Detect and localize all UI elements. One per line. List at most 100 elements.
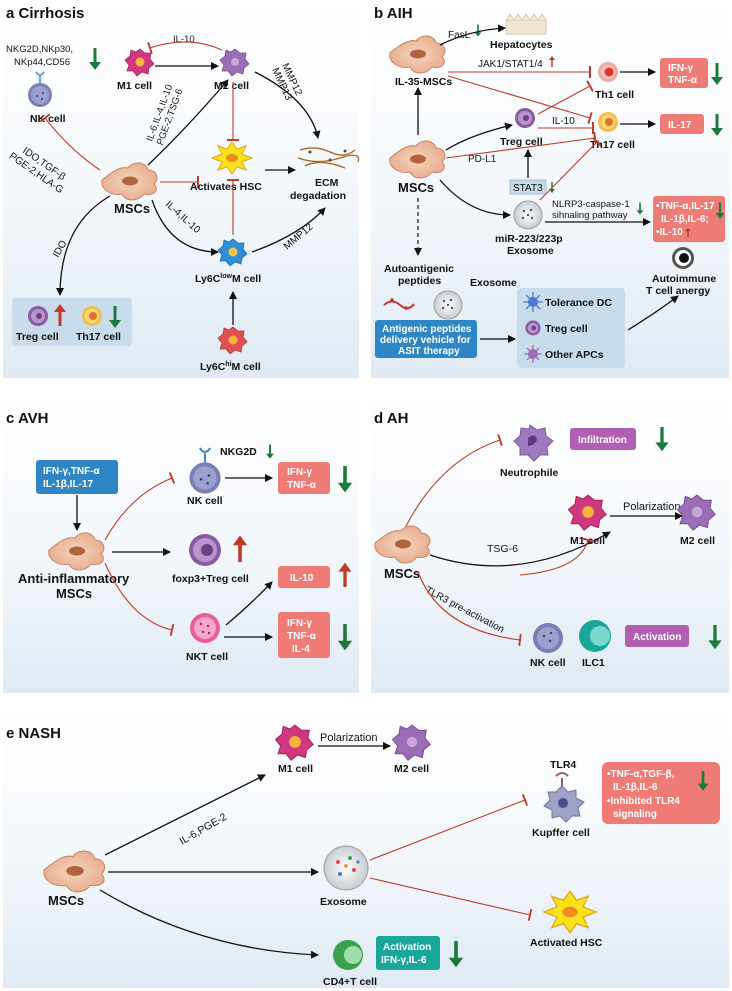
panel-e-title: e NASH <box>6 725 61 742</box>
peptide-icon <box>383 298 415 310</box>
arrow <box>99 889 319 959</box>
tsg6-label: TSG-6 <box>487 543 518 555</box>
il10-label: IL-10 <box>173 34 195 45</box>
panel-d-ah: d AH Neutrophile Infiltration M1 cell Po… <box>371 395 729 693</box>
cytokine-box: •TNF-α,IL-17 IL-1β,IL-6; •IL-10 <box>653 196 725 242</box>
svg-text:IL-10: IL-10 <box>290 573 314 584</box>
panel-b-aih: b AIH IL-35-MSCs FasL Hepatocytes JAK1/S… <box>371 3 729 378</box>
nkt-cell-icon <box>190 613 220 643</box>
inhibit-line <box>39 113 101 171</box>
svg-text:Activation: Activation <box>383 942 431 953</box>
exosome-icon <box>323 845 369 891</box>
svg-text:IL-1β,IL-6: IL-1β,IL-6 <box>613 782 658 793</box>
arrow <box>254 71 321 139</box>
nlrp-label: NLRP3-caspase-1 sihnaling pathway <box>552 194 634 221</box>
mscs-label: MSCs <box>114 201 150 216</box>
m1-cell-label: M1 cell <box>117 80 152 92</box>
arrow <box>147 79 229 166</box>
inhibit-line <box>369 794 529 861</box>
ly6c-hi-label: Ly6ChiM cell <box>200 361 261 373</box>
activation-box: Activation <box>625 625 689 647</box>
ifn-tnf-box: IFN-γ TNF-α <box>660 58 708 88</box>
arrow <box>225 581 273 626</box>
fasl-label: FasL <box>448 30 471 41</box>
svg-text:•TNF-α,TGF-β,: •TNF-α,TGF-β, <box>607 769 675 780</box>
svg-text:Antigenic peptides: Antigenic peptides <box>382 324 472 335</box>
inhibit-line <box>519 537 595 576</box>
inflammatory-cytokines-box: IFN-γ,TNF-α IL-1β,IL-17 <box>36 460 118 494</box>
inhibit-line <box>539 137 602 201</box>
nk-cell-label: NK cell <box>187 495 223 507</box>
panel-b-title: b AIH <box>374 5 413 22</box>
panel-e-nash: e NASH M1 cell Polarization M2 cell IL-6… <box>3 710 729 988</box>
th17-cell-icon <box>598 112 618 132</box>
ilc1-label: ILC1 <box>582 657 605 669</box>
svg-text:IFN-γ: IFN-γ <box>287 467 312 478</box>
activated-hsc-icon <box>211 141 253 175</box>
neutrophile-icon <box>513 424 554 462</box>
nk-cell-label: NK cell <box>530 657 566 669</box>
svg-text:delivery vehicle for: delivery vehicle for <box>380 335 471 346</box>
svg-text:IL-17: IL-17 <box>668 120 692 131</box>
kupffer-label: Kupffer cell <box>532 827 590 839</box>
apc-box: Tolerance DC Treg cell Other APCs <box>517 288 625 368</box>
ecm-label: ECM degadation <box>290 173 346 202</box>
svg-text:•Inhibited TLR4: •Inhibited TLR4 <box>607 796 680 807</box>
svg-text:NKp44,CD56: NKp44,CD56 <box>14 57 70 68</box>
arrow <box>445 122 513 151</box>
asit-box: Antigenic peptides delivery vehicle for … <box>375 320 477 358</box>
inhibit-line <box>445 131 597 159</box>
mscs-label: MSCs <box>384 566 420 581</box>
arrow <box>251 207 326 253</box>
mscs-label: Anti-inflammatory MSCs <box>18 570 134 601</box>
svg-text:IL-1β,IL-17: IL-1β,IL-17 <box>43 479 93 490</box>
arrow <box>429 531 611 567</box>
foxp3-treg-icon <box>189 534 221 566</box>
svg-text:TNF-α: TNF-α <box>287 480 317 491</box>
svg-text:ASIT therapy: ASIT therapy <box>398 346 460 357</box>
panel-a-title: a Cirrhosis <box>6 5 84 22</box>
polarization-label: Polarization <box>320 732 377 744</box>
cd4-t-cell-icon <box>333 940 363 970</box>
svg-text:IFN-γ: IFN-γ <box>668 63 693 74</box>
neutrophile-label: Neutrophile <box>500 467 558 479</box>
treg-label: Treg cell <box>16 331 59 343</box>
treg-label-2: Treg cell <box>545 323 588 335</box>
exosome-label: Exosome <box>320 896 367 908</box>
foxp3-label: foxp3+Treg cell <box>172 573 249 585</box>
inhibit-line <box>104 472 176 541</box>
th1-label: Th1 cell <box>595 89 634 101</box>
hepatocytes-icon <box>505 13 547 35</box>
arrow <box>627 295 679 331</box>
anergy-label: Autoimmune T cell anergy <box>646 269 721 297</box>
exosome-label: Exosome <box>470 277 517 289</box>
panel-d-title: d AH <box>374 410 408 427</box>
svg-text:IL-4: IL-4 <box>292 644 310 655</box>
inhibit-line <box>537 80 594 115</box>
m1-cell-label: M1 cell <box>278 763 313 775</box>
svg-text:•TNF-α,IL-17: •TNF-α,IL-17 <box>656 201 715 212</box>
svg-text:Activation: Activation <box>633 632 681 643</box>
anergy-t-cell-icon <box>672 247 694 269</box>
svg-text:signaling: signaling <box>613 809 657 820</box>
pdl1-label: PD-L1 <box>468 154 497 165</box>
ifn-tnf-il4-box: IFN-γ TNF-α IL-4 <box>278 612 330 658</box>
svg-text:IFN-γ: IFN-γ <box>287 618 312 629</box>
cd4-label: CD4+T cell <box>323 976 377 988</box>
svg-text:IFN-γ,TNF-α: IFN-γ,TNF-α <box>43 466 101 477</box>
il35-label: IL-35-MSCs <box>395 76 452 88</box>
svg-text:Infiltration: Infiltration <box>578 435 627 446</box>
nkt-label: NKT cell <box>186 651 228 663</box>
cytokine-box: •TNF-α,TGF-β, IL-1β,IL-6 •Inhibited TLR4… <box>602 762 720 824</box>
th1-cell-icon <box>598 62 618 82</box>
nk-cell-icon <box>533 623 563 653</box>
exosome-icon <box>513 200 543 230</box>
hsc-label: Activated HSC <box>530 937 603 949</box>
inhibit-line <box>447 75 593 125</box>
il10-label: IL-10 <box>552 116 575 127</box>
mir-label: miR-223/223p Exosome <box>495 229 567 257</box>
auto-label: Autoantigenic peptides <box>384 259 458 287</box>
activation-box: Activation IFN-γ,IL-6 <box>376 936 440 970</box>
svg-text:TNF-α: TNF-α <box>287 631 317 642</box>
activated-hsc-icon <box>543 890 597 934</box>
